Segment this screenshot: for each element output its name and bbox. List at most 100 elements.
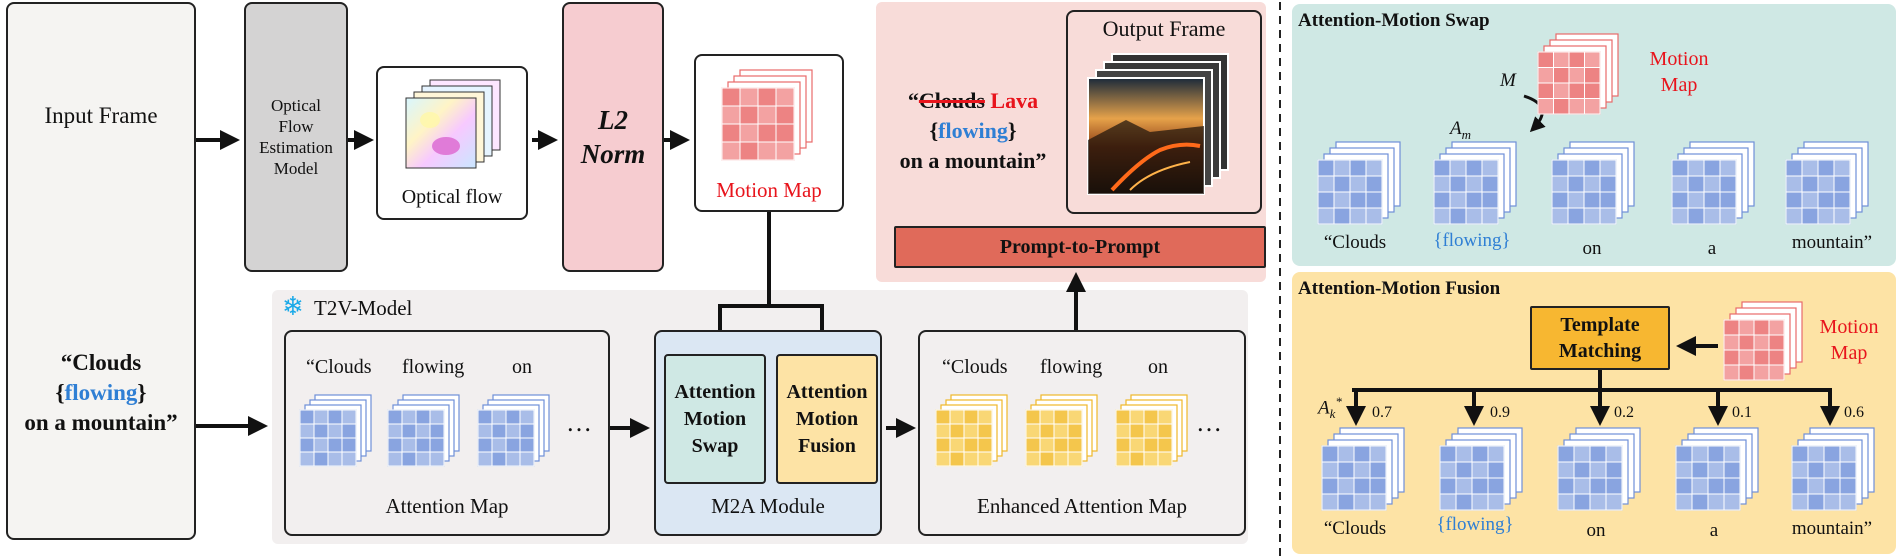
optical-flow-stack <box>405 79 501 169</box>
fusion-grid-3 <box>1557 427 1641 511</box>
output-prompt-line1: “Clouds Lava <box>884 86 1062 116</box>
input-frame-panel <box>6 2 196 540</box>
output-open-quote: “ <box>907 88 919 113</box>
motion-map-grid <box>721 69 813 161</box>
prompt-to-prompt-label: Prompt-to-Prompt <box>999 235 1161 258</box>
optical-flow-label: Optical flow <box>401 186 503 208</box>
l2-norm-box: L2 Norm <box>562 2 664 272</box>
norm-label: Norm <box>580 139 646 169</box>
fusion-score-1: 0.7 <box>1372 404 1392 421</box>
input-prompt-line3: on a mountain” <box>24 410 178 435</box>
attention-motion-swap-box[interactable]: Attention Motion Swap <box>664 354 766 484</box>
attention-map-box <box>284 330 610 536</box>
l2-label: L2 <box>598 105 628 135</box>
am-letter: A <box>1450 118 1462 139</box>
swap-motion-map-label: Motion Map <box>1634 46 1724 98</box>
enhanced-attention-box <box>918 330 1246 536</box>
snowflake-icon: ❄ <box>282 292 304 321</box>
enh-grid-1 <box>935 394 1008 467</box>
swap-grid-4 <box>1671 141 1755 225</box>
fusion-grid-4 <box>1675 427 1759 511</box>
template-label-2: Matching <box>1558 340 1642 362</box>
att-grid-1 <box>299 394 372 467</box>
swap-grid-3 <box>1551 141 1635 225</box>
swap-label: Attention Motion Swap <box>674 380 756 457</box>
swap-motion-label-1: Motion <box>1649 48 1709 70</box>
am-symbol: Am <box>1450 118 1471 143</box>
swap-word-2: {flowing} <box>1433 230 1511 251</box>
fusion-motion-map-label: Motion Map <box>1804 314 1894 366</box>
output-replacement-word: Lava <box>990 88 1039 113</box>
motion-map-box <box>694 54 844 212</box>
output-prompt: “Clouds Lava {flowing} on a mountain” <box>884 86 1062 176</box>
att-grid-3 <box>477 394 550 467</box>
enh-ellipsis: … <box>1196 408 1222 437</box>
input-prompt-line2: {flowing} <box>55 380 147 405</box>
flow-model-box: Optical Flow Estimation Model <box>244 2 348 272</box>
output-frame-stack <box>1087 53 1229 195</box>
template-label-1: Template <box>1560 314 1640 336</box>
motion-map-label: Motion Map <box>716 178 822 202</box>
fusion-word-1: “Clouds <box>1323 518 1387 539</box>
att-word-1: “Clouds <box>306 356 372 378</box>
swap-word-5: mountain” <box>1791 232 1873 253</box>
enh-word-1: “Clouds <box>942 356 1008 378</box>
ak-sup: * <box>1335 394 1342 409</box>
fusion-grid-2 <box>1439 427 1523 511</box>
attention-motion-fusion-box[interactable]: Attention Motion Fusion <box>776 354 878 484</box>
enh-word-3: on <box>1148 356 1168 378</box>
template-matching-box[interactable]: Template Matching <box>1530 306 1670 370</box>
input-frame-title: Input Frame <box>44 103 158 128</box>
enh-grid-2 <box>1025 394 1098 467</box>
input-prompt-line1: “Clouds <box>60 350 142 375</box>
fusion-word-5: mountain” <box>1791 518 1873 539</box>
am-sub: m <box>1461 126 1471 142</box>
ak-letter: A <box>1318 397 1330 419</box>
swap-grid-1 <box>1317 141 1401 225</box>
swap-grid-2 <box>1433 141 1517 225</box>
fusion-panel-title: Attention-Motion Fusion <box>1298 278 1501 299</box>
output-prompt-line2: {flowing} <box>929 118 1017 143</box>
ak-symbol: Ak* <box>1318 394 1342 422</box>
fusion-motion-label-2: Map <box>1830 342 1868 364</box>
enh-grid-3 <box>1115 394 1188 467</box>
fusion-word-3: on <box>1586 520 1606 541</box>
m2a-label: M2A Module <box>711 494 825 518</box>
input-prompt-flowing: flowing <box>64 380 138 405</box>
ak-sub: k <box>1329 406 1336 422</box>
att-word-2: flowing <box>402 356 465 378</box>
m-symbol: M <box>1500 70 1516 91</box>
swap-grid-5 <box>1785 141 1869 225</box>
fusion-word-2-text: flowing <box>1445 514 1505 535</box>
att-word-3: on <box>512 356 532 378</box>
swap-word-4: a <box>1707 238 1717 259</box>
fusion-motion-label-1: Motion <box>1819 316 1879 338</box>
fusion-score-4: 0.1 <box>1732 404 1752 421</box>
grid-stacks <box>299 33 1875 511</box>
fusion-grid-1 <box>1321 427 1405 511</box>
fusion-motion-grid <box>1723 301 1803 381</box>
input-prompt: “Clouds {flowing} on a mountain” <box>6 348 196 438</box>
fusion-score-3: 0.2 <box>1614 404 1634 421</box>
enh-word-2: flowing <box>1040 356 1103 378</box>
swap-motion-label-2: Map <box>1660 74 1698 96</box>
prompt-to-prompt-button[interactable]: Prompt-to-Prompt <box>894 226 1266 268</box>
output-struck-word: Clouds <box>918 88 985 113</box>
swap-word-1: “Clouds <box>1323 232 1387 253</box>
swap-panel-title: Attention-Motion Swap <box>1298 10 1490 31</box>
output-flowing-word: flowing <box>938 118 1008 143</box>
att-map-label: Attention Map <box>385 494 509 518</box>
swap-word-3: on <box>1582 238 1602 259</box>
att-grid-2 <box>387 394 460 467</box>
fusion-word-2: {flowing} <box>1436 514 1514 535</box>
output-frame-box <box>1066 10 1262 214</box>
optical-flow-box <box>376 66 528 220</box>
swap-motion-grid <box>1537 33 1619 115</box>
fusion-label: Attention Motion Fusion <box>786 380 868 457</box>
att-ellipsis: … <box>566 408 592 437</box>
t2v-label: T2V-Model <box>314 296 413 320</box>
flow-model-label: Optical Flow Estimation Model <box>259 96 333 178</box>
output-frame-title: Output Frame <box>1102 16 1226 41</box>
fusion-score-2: 0.9 <box>1490 404 1510 421</box>
